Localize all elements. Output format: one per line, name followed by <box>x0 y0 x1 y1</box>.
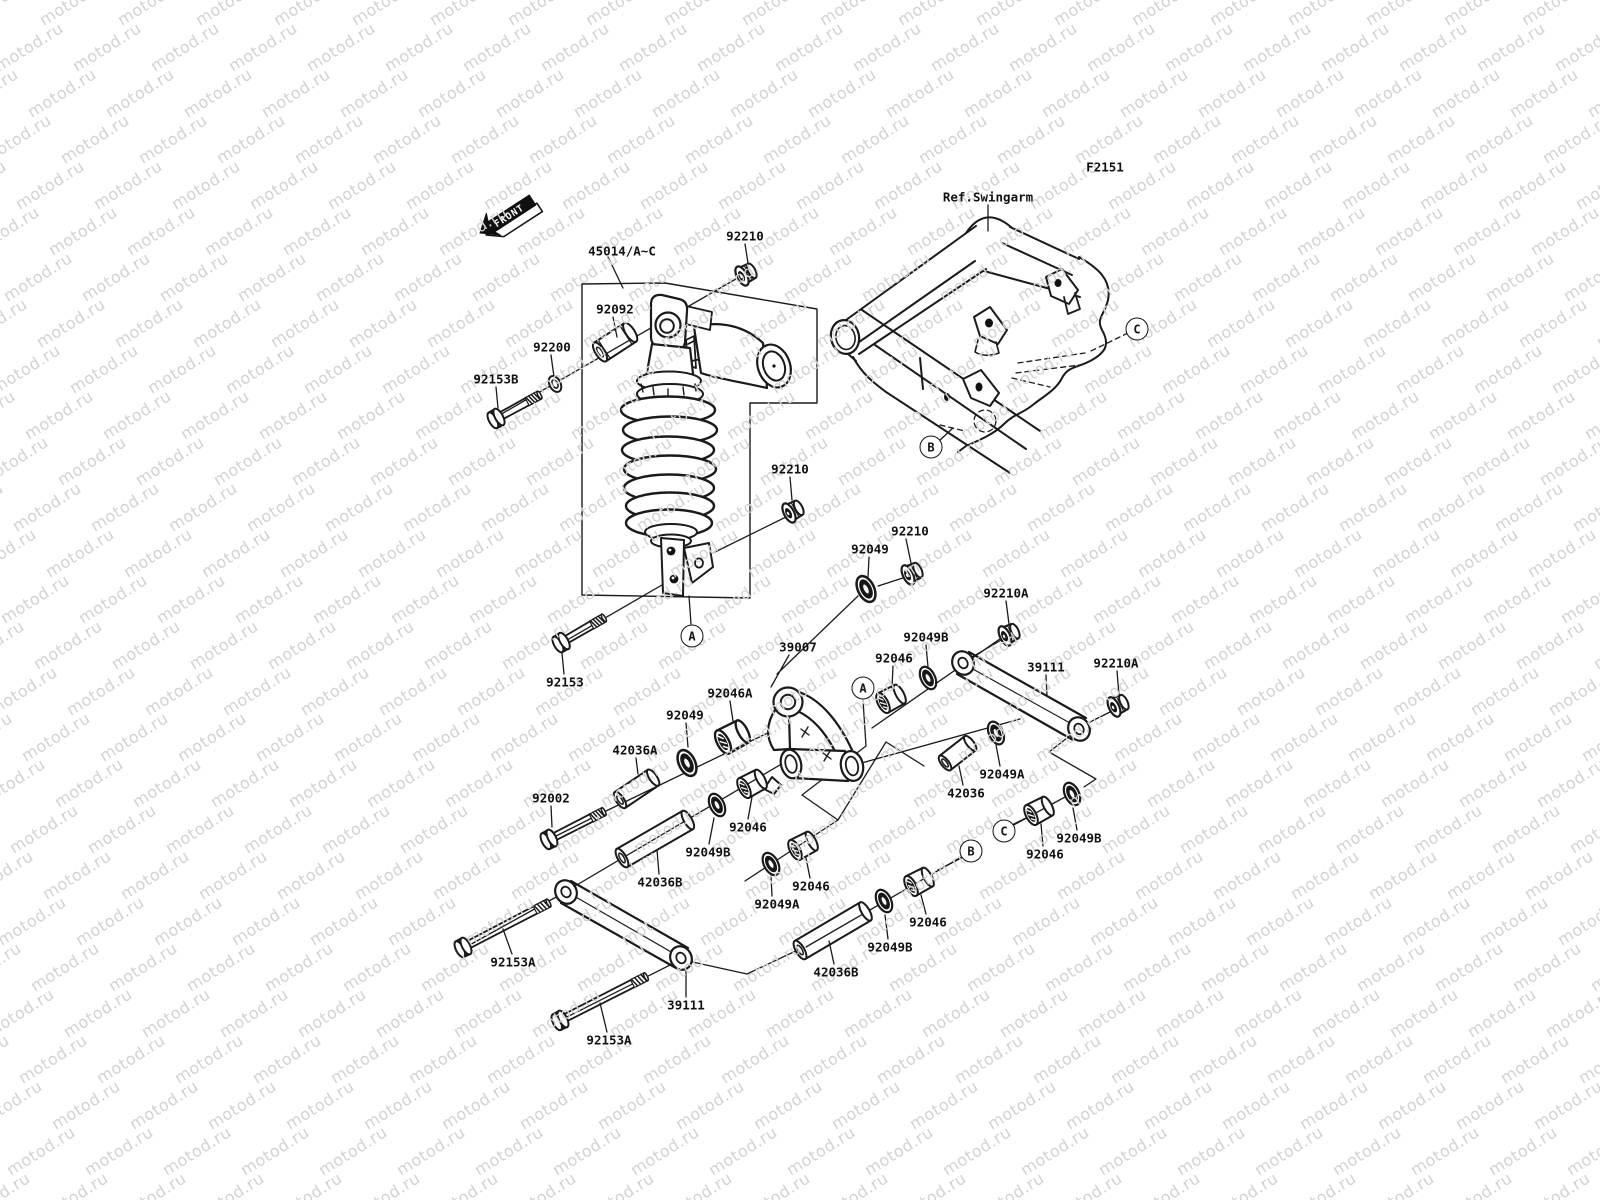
rocker-arm <box>763 686 865 795</box>
part-label-92200: 92200 <box>533 339 571 355</box>
part-label-42036b-1: 42036B <box>637 874 683 890</box>
part-label-92049b-3: 92049B <box>867 939 913 955</box>
part-label-92046-4: 92046 <box>909 914 947 930</box>
part-label-92153a-1: 92153A <box>490 954 536 970</box>
part-label-92002: 92002 <box>532 790 570 806</box>
part-label-92049a-1: 92049A <box>979 766 1025 782</box>
part-label-39111-1: 39111 <box>1027 659 1065 675</box>
assembly-outline-box <box>581 282 818 599</box>
tie-rod-right <box>951 650 1091 742</box>
part-label-92046-1: 92046 <box>875 650 913 666</box>
part-label-92153: 92153 <box>546 674 584 690</box>
part-label-92210-1: 92210 <box>726 228 764 244</box>
part-label-92210-2: 92210 <box>771 461 809 477</box>
callout-A-0: A <box>680 624 704 648</box>
part-label-92092: 92092 <box>596 301 634 317</box>
part-label-92049b-1: 92049B <box>903 629 949 645</box>
part-label-92153a-2: 92153A <box>586 1032 632 1048</box>
part-label-f2151: F2151 <box>1086 159 1124 175</box>
shock-absorber <box>619 293 792 597</box>
part-label-92153b: 92153B <box>473 371 519 387</box>
part-label-92049b-2: 92049B <box>685 844 731 860</box>
part-label-92049b-5: 92049B <box>1056 830 1102 846</box>
part-label-92049a-2: 92049A <box>754 896 800 912</box>
part-label-ref-swingarm: Ref.Swingarm <box>942 189 1034 205</box>
part-label-92046-3: 92046 <box>792 878 830 894</box>
swingarm <box>829 216 1110 474</box>
part-label-45014: 45014/A~C <box>588 243 656 259</box>
part-label-42036: 42036 <box>947 785 985 801</box>
part-label-39111-2: 39111 <box>667 997 705 1013</box>
part-label-92049-2: 92049 <box>666 707 704 723</box>
part-label-42036a: 42036A <box>612 742 658 758</box>
part-label-39007: 39007 <box>779 639 817 655</box>
tie-rod-left <box>554 879 693 971</box>
front-arrow-face <box>479 194 537 236</box>
part-label-92046-5: 92046 <box>1026 846 1064 862</box>
part-label-92210-3: 92210 <box>891 523 929 539</box>
part-label-92210a-1: 92210A <box>983 585 1029 601</box>
hidden-lines <box>939 332 1129 433</box>
part-label-42036b-2: 42036B <box>813 964 859 980</box>
callout-A-1: A <box>851 676 875 700</box>
part-label-92046a: 92046A <box>707 685 753 701</box>
part-label-92210a-2: 92210A <box>1093 655 1139 671</box>
callout-B-3: B <box>959 839 983 863</box>
callout-C-5: C <box>992 819 1016 843</box>
part-label-92046-2: 92046 <box>729 819 767 835</box>
callout-C-4: C <box>1125 317 1149 341</box>
part-label-92049-1: 92049 <box>851 541 889 557</box>
callout-B-2: B <box>919 435 943 459</box>
